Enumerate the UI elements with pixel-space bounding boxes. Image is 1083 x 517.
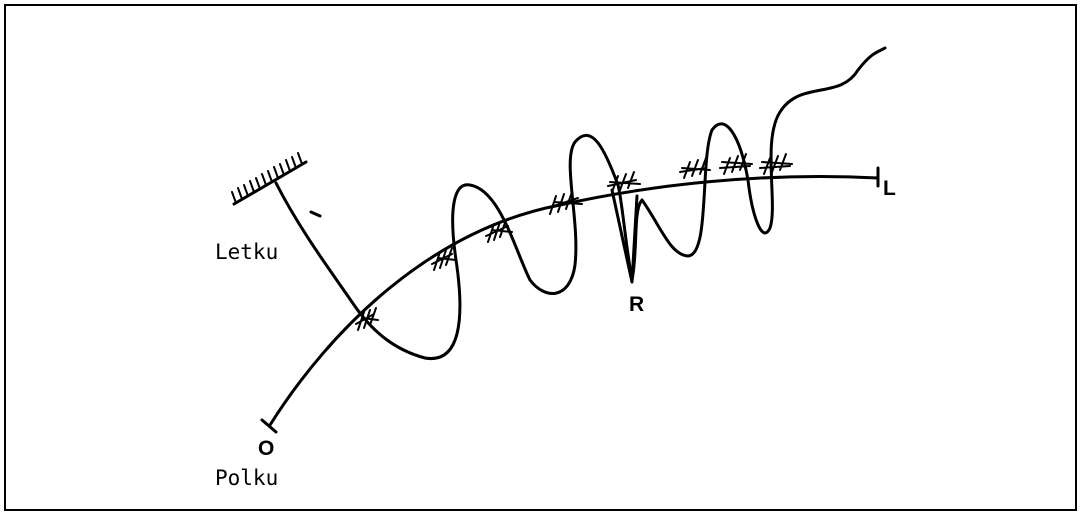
hose-line: [274, 46, 887, 360]
anchor-bar: [232, 160, 308, 206]
start-tick: [260, 418, 278, 434]
label-point-o: O: [258, 437, 275, 460]
fastener-marks: [355, 153, 793, 331]
anchor-hatch: [231, 152, 303, 204]
fastener-mark: [485, 219, 513, 243]
r-spike: [610, 188, 639, 284]
label-point-l: L: [883, 177, 896, 200]
fastener-mark: [719, 153, 753, 175]
fastener-mark: [431, 247, 457, 271]
figure-frame: [4, 4, 1077, 511]
fastener-mark: [547, 191, 583, 215]
label-polku: Polku: [215, 466, 279, 490]
fastener-mark: [679, 157, 711, 179]
fastener-mark: [607, 171, 641, 193]
label-point-r: R: [629, 293, 645, 316]
fastener-mark: [355, 307, 379, 331]
label-letku: Letku: [215, 240, 279, 264]
fastener-mark: [759, 153, 793, 175]
small-mark: [309, 210, 322, 218]
